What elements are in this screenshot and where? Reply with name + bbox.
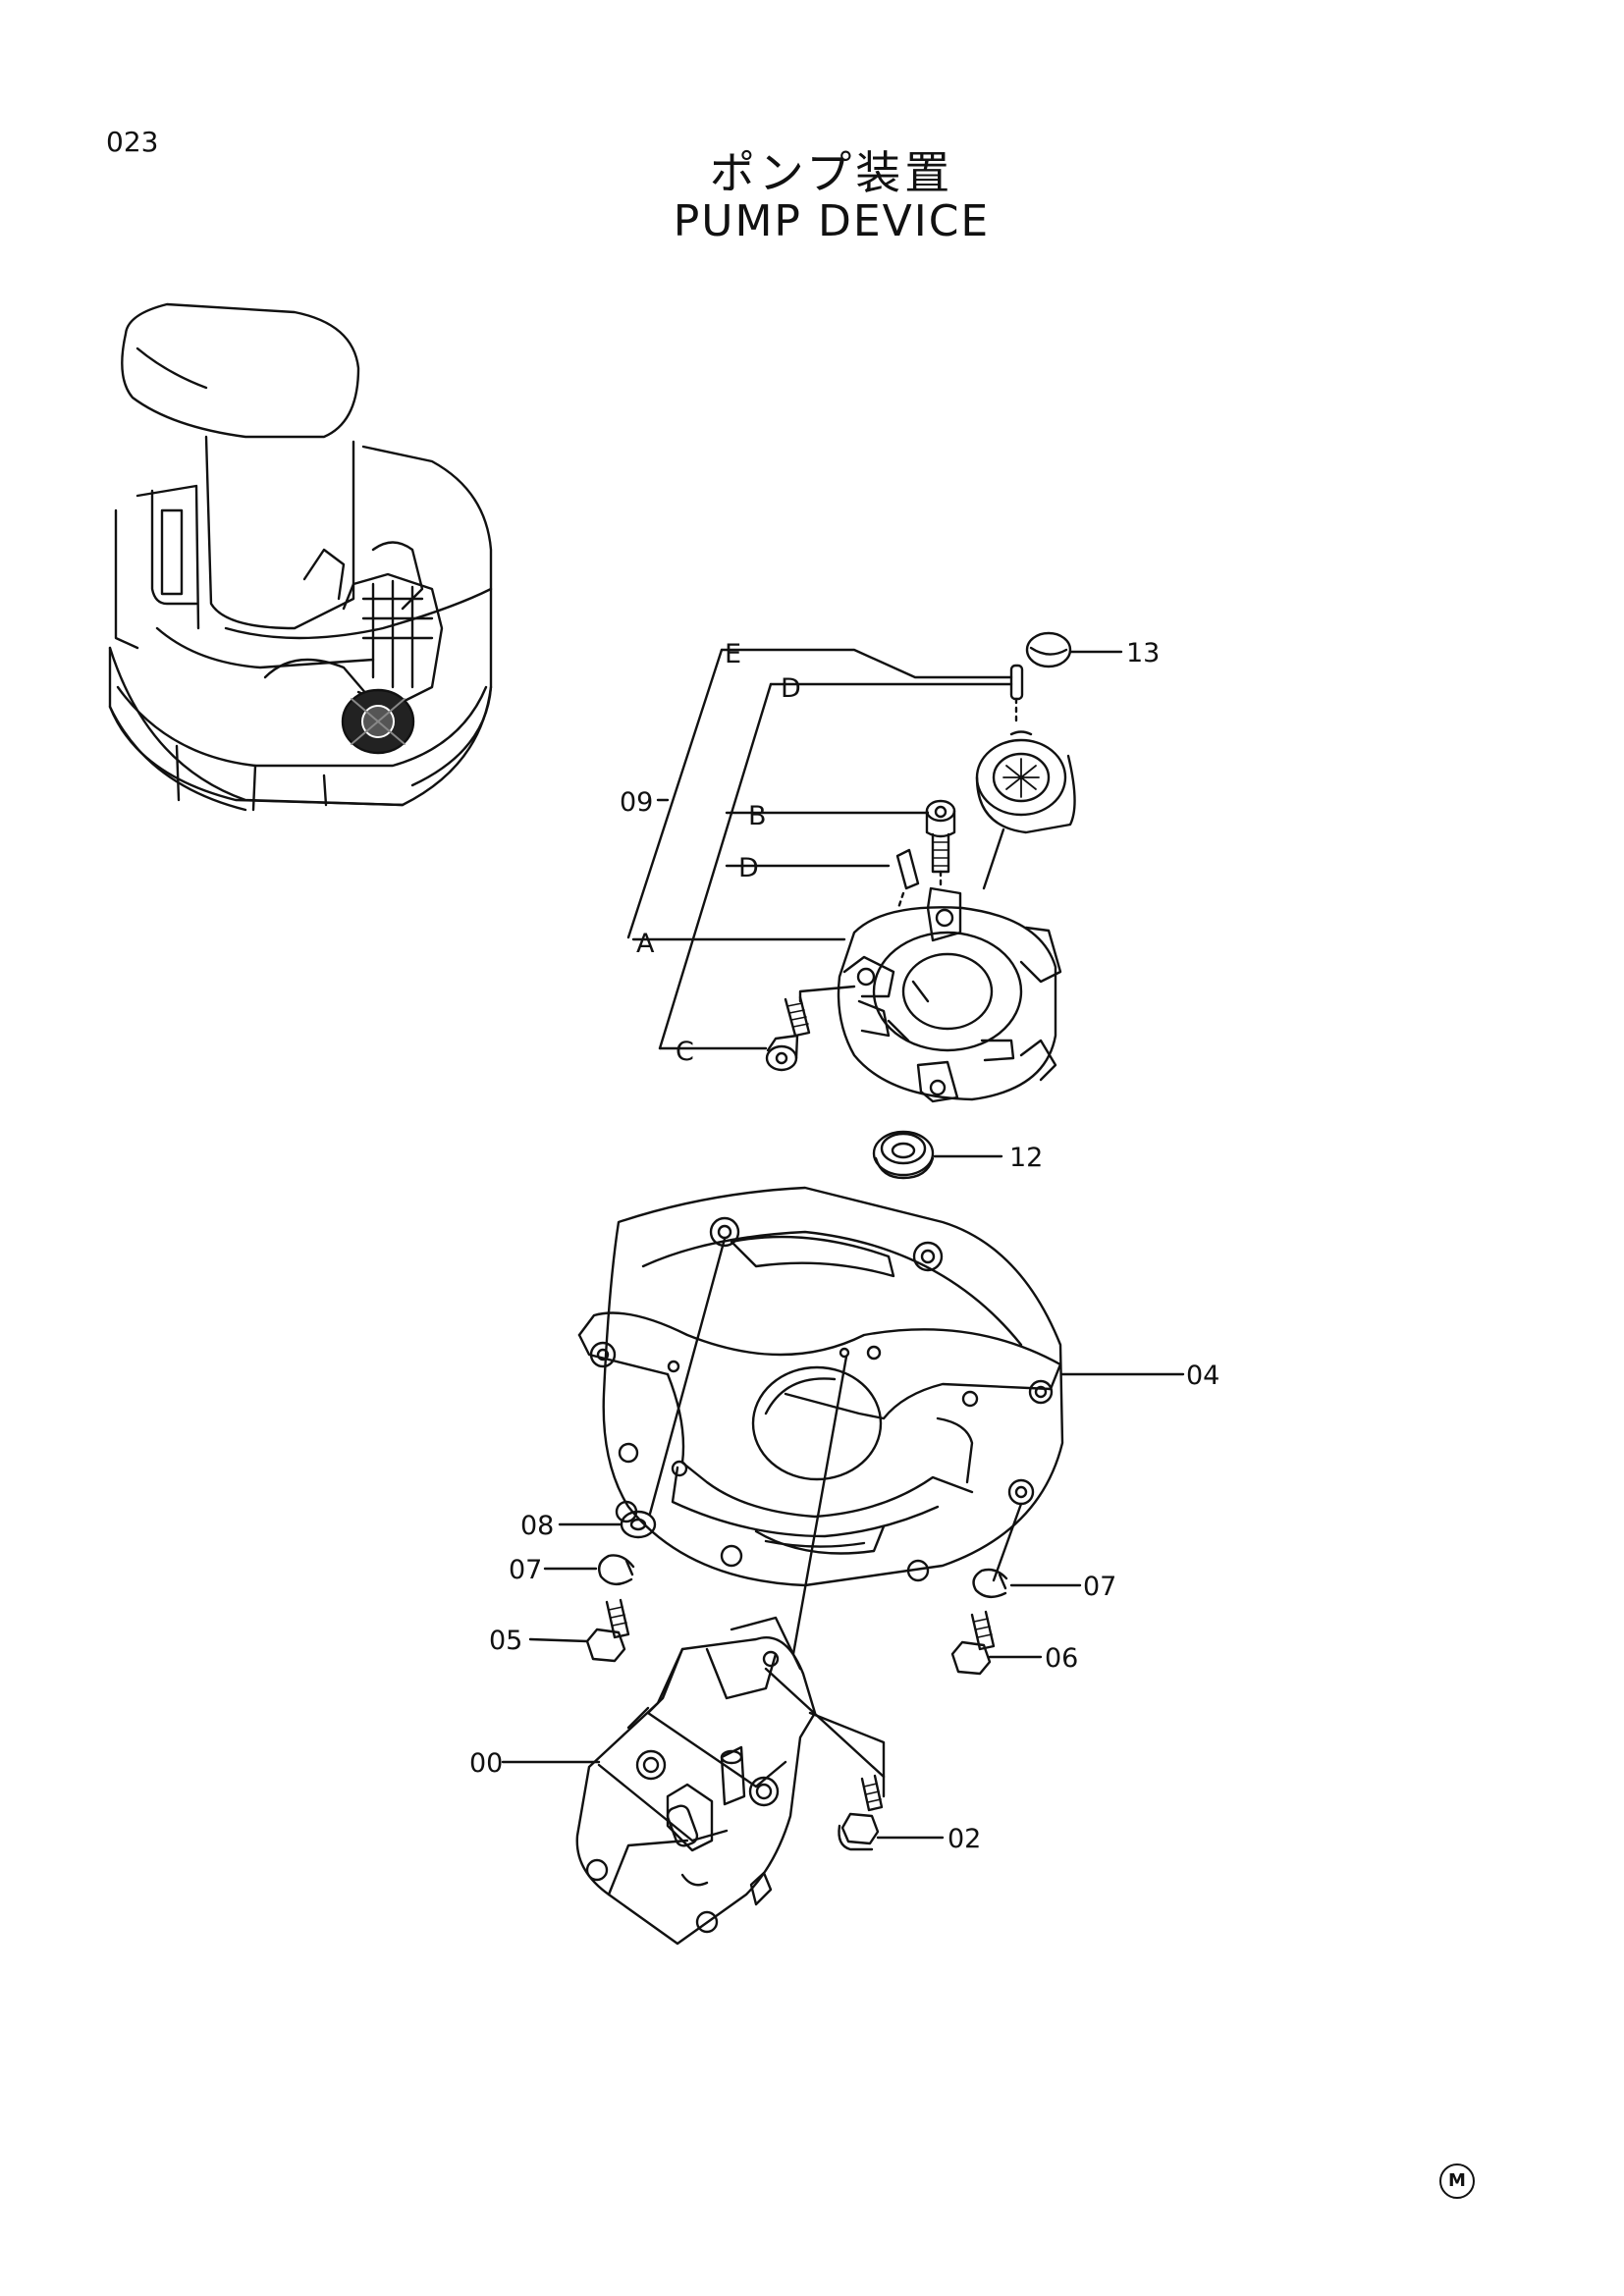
- pump-body: [575, 1616, 886, 1946]
- label-12: 12: [1009, 1143, 1043, 1173]
- label-07-right: 07: [1083, 1572, 1116, 1602]
- label-05: 05: [489, 1626, 522, 1656]
- flange-bolt-02: [838, 1774, 945, 1851]
- callout-b: B: [748, 801, 767, 831]
- excavator-locator-illustration: [108, 302, 493, 812]
- title-japanese: ポンプ装置: [709, 146, 954, 199]
- spring-washer-left: [543, 1554, 635, 1585]
- oil-seal: [872, 1130, 1003, 1180]
- hex-bolt-05: [528, 1598, 630, 1663]
- label-00: 00: [469, 1748, 503, 1779]
- callout-c: C: [676, 1037, 694, 1067]
- coupling-hub: [975, 631, 1123, 890]
- callout-e: E: [725, 639, 741, 669]
- page-number: 023: [106, 126, 159, 158]
- socket-bolt-b: [925, 799, 956, 890]
- flex-coupling: [837, 886, 1062, 1103]
- label-04: 04: [1186, 1361, 1219, 1391]
- flywheel-housing: [577, 1186, 1185, 1587]
- label-09: 09: [620, 787, 653, 818]
- callout-d-lower: D: [738, 853, 759, 883]
- label-13: 13: [1126, 638, 1160, 668]
- spring-washer-right: [972, 1568, 1082, 1598]
- label-08: 08: [520, 1511, 554, 1541]
- hex-bolt-06: [950, 1610, 1043, 1676]
- callout-d-upper: D: [781, 673, 801, 704]
- title-english: PUMP DEVICE: [673, 196, 991, 246]
- flat-washer: [558, 1510, 657, 1539]
- manufacturer-mark: M: [1439, 2163, 1475, 2199]
- label-07-left: 07: [509, 1555, 542, 1585]
- callout-a: A: [636, 929, 655, 959]
- pin-d: [895, 848, 920, 910]
- label-06: 06: [1045, 1643, 1078, 1674]
- kit-09-leaders: [626, 648, 1013, 1050]
- label-02: 02: [947, 1824, 981, 1854]
- highlighted-pump-location: [341, 688, 415, 755]
- socket-bolt-c: [765, 985, 856, 1072]
